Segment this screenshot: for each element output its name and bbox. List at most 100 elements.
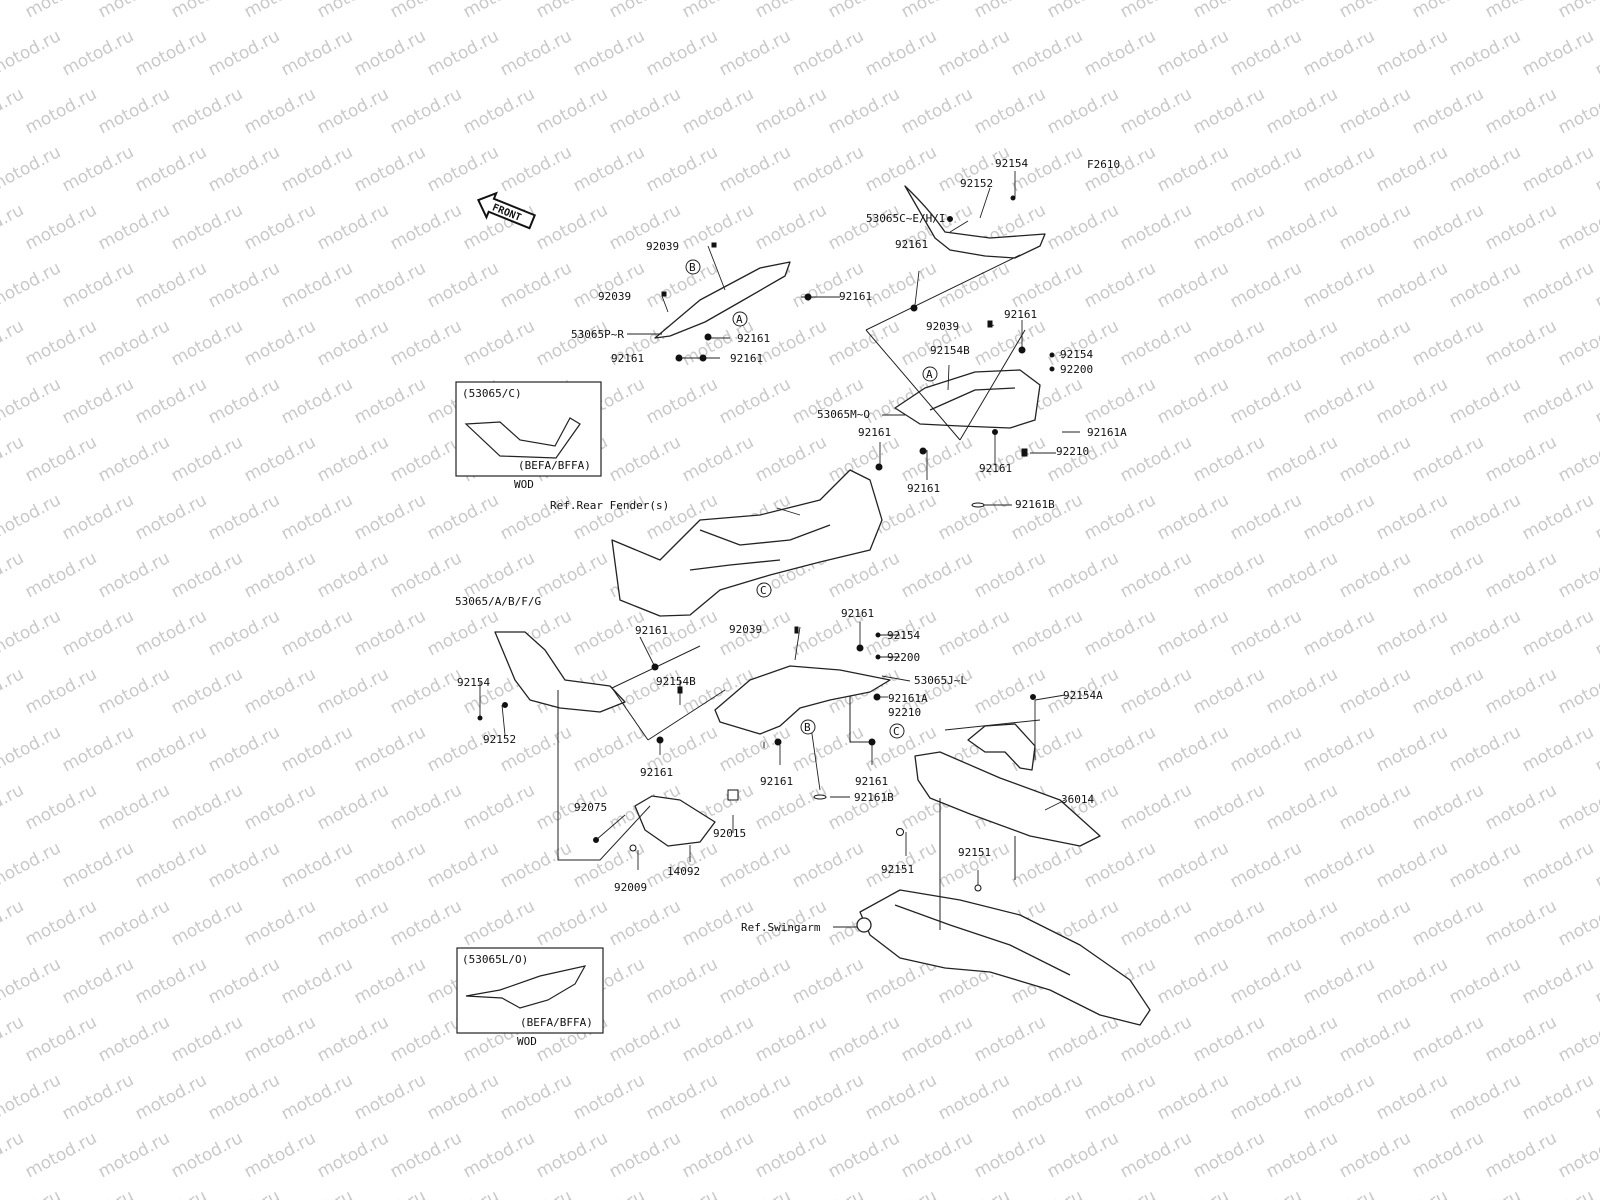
watermark-text: motod.ru	[497, 142, 575, 196]
inset-box-upper: (53065/C) (BEFA/BFFA) WOD	[455, 381, 602, 491]
watermark-text: motod.ru	[424, 838, 502, 892]
watermark-text: motod.ru	[1300, 722, 1378, 776]
watermark-text: motod.ru	[752, 780, 830, 834]
watermark-text: motod.ru	[460, 84, 538, 138]
part-label: 92161	[737, 332, 770, 345]
watermark-text: motod.ru	[679, 84, 757, 138]
part-label: 92161	[979, 462, 1012, 475]
watermark-text: motod.ru	[132, 258, 210, 312]
watermark-text: motod.ru	[1190, 1012, 1268, 1066]
watermark-text: motod.ru	[241, 896, 319, 950]
watermark-text: motod.ru	[205, 954, 283, 1008]
callout-b-lower-letter: B	[804, 721, 811, 734]
watermark-text: motod.ru	[241, 548, 319, 602]
watermark-text: motod.ru	[1044, 432, 1122, 486]
chain-cover-small	[634, 795, 716, 847]
watermark-text: motod.ru	[22, 432, 100, 486]
watermark-text: motod.ru	[132, 954, 210, 1008]
watermark-text: motod.ru	[1190, 780, 1268, 834]
part-label: 53065P~R	[571, 328, 624, 341]
watermark-text: motod.ru	[1519, 1186, 1597, 1200]
rivet-icon	[992, 429, 998, 435]
rivet-icon	[804, 293, 812, 301]
watermark-text: motod.ru	[935, 1070, 1013, 1124]
watermark-text: motod.ru	[1263, 664, 1341, 718]
watermark-text: motod.ru	[789, 954, 867, 1008]
watermark-text: motod.ru	[0, 954, 64, 1008]
watermark-text: motod.ru	[1446, 954, 1524, 1008]
watermark-text: motod.ru	[351, 142, 429, 196]
watermark-text: motod.ru	[424, 1186, 502, 1200]
callout-b-upper-letter: B	[689, 261, 696, 274]
watermark-text: motod.ru	[497, 258, 575, 312]
watermark-text: motod.ru	[1081, 374, 1159, 428]
watermark-text: motod.ru	[898, 1128, 976, 1182]
watermark-text: motod.ru	[1446, 26, 1524, 80]
watermark-text: motod.ru	[1336, 316, 1414, 370]
watermark-text: motod.ru	[314, 1128, 392, 1182]
watermark-text: motod.ru	[1081, 722, 1159, 776]
watermark-text: motod.ru	[570, 258, 648, 312]
watermark-text: motod.ru	[278, 26, 356, 80]
watermark-text: motod.ru	[0, 548, 27, 602]
rivet-icon	[875, 463, 883, 471]
watermark-text: motod.ru	[1373, 722, 1451, 776]
bolt-icon	[629, 844, 637, 852]
watermark-text: motod.ru	[1081, 1070, 1159, 1124]
watermark-text: motod.ru	[314, 780, 392, 834]
mud-flap	[967, 723, 1036, 771]
watermark-text: motod.ru	[1154, 838, 1232, 892]
watermark-text: motod.ru	[1190, 200, 1268, 254]
watermark-text: motod.ru	[205, 490, 283, 544]
watermark-text: motod.ru	[132, 142, 210, 196]
grommet-icon	[813, 794, 827, 800]
inset-upper-title: (53065/C)	[462, 387, 522, 400]
washer-icon	[875, 654, 881, 660]
watermark-text: motod.ru	[1555, 664, 1600, 718]
watermark-text: motod.ru	[387, 432, 465, 486]
part-label: 92161	[858, 426, 891, 439]
watermark-text: motod.ru	[22, 200, 100, 254]
watermark-text: motod.ru	[168, 1012, 246, 1066]
watermark-text: motod.ru	[825, 200, 903, 254]
watermark-text: motod.ru	[95, 896, 173, 950]
watermark-text: motod.ru	[1592, 1070, 1600, 1124]
watermark-text: motod.ru	[1592, 954, 1600, 1008]
watermark-text: motod.ru	[971, 316, 1049, 370]
watermark-text: motod.ru	[1555, 316, 1600, 370]
watermark-text: motod.ru	[752, 1128, 830, 1182]
watermark-text: motod.ru	[1446, 606, 1524, 660]
watermark-text: motod.ru	[0, 606, 64, 660]
watermark-text: motod.ru	[1263, 0, 1341, 22]
watermark-text: motod.ru	[1555, 0, 1600, 22]
rivet-icon	[704, 333, 712, 341]
watermark-text: motod.ru	[1446, 722, 1524, 776]
group-line-chain	[557, 690, 651, 861]
watermark-text: motod.ru	[132, 722, 210, 776]
watermark-text: motod.ru	[1482, 548, 1560, 602]
watermark-text: motod.ru	[314, 1012, 392, 1066]
watermark-text: motod.ru	[314, 0, 392, 22]
watermark-text: motod.ru	[460, 0, 538, 22]
watermark-text: motod.ru	[825, 316, 903, 370]
bolt-icon	[1010, 195, 1016, 201]
clip-icon	[711, 242, 717, 248]
watermark-text: motod.ru	[168, 432, 246, 486]
watermark-text: motod.ru	[789, 722, 867, 776]
watermark-text: motod.ru	[1592, 722, 1600, 776]
watermark-text: motod.ru	[606, 0, 684, 22]
watermark-text: motod.ru	[1300, 954, 1378, 1008]
watermark-text: motod.ru	[205, 1070, 283, 1124]
watermark-text: motod.ru	[1044, 200, 1122, 254]
watermark-text: motod.ru	[22, 84, 100, 138]
watermark-text: motod.ru	[716, 838, 794, 892]
watermark-text: motod.ru	[1154, 142, 1232, 196]
watermark-text: motod.ru	[1117, 432, 1195, 486]
watermark-text: motod.ru	[95, 1012, 173, 1066]
watermark-text: motod.ru	[1373, 490, 1451, 544]
watermark-text: motod.ru	[241, 200, 319, 254]
watermark-text: motod.ru	[1555, 84, 1600, 138]
callout-b-upper	[685, 259, 701, 275]
watermark-text: motod.ru	[351, 1070, 429, 1124]
washer-icon	[947, 216, 953, 222]
